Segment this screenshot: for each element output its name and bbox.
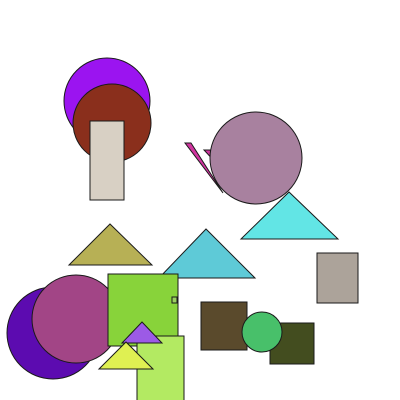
magenta-sliver bbox=[183, 142, 224, 194]
green-circle bbox=[241, 311, 283, 353]
cyan-triangle bbox=[239, 191, 340, 240]
yellow-triangle bbox=[97, 341, 155, 370]
olive-triangle bbox=[67, 223, 154, 266]
teal-triangle bbox=[157, 228, 257, 279]
mauve-circle bbox=[209, 111, 303, 205]
tiny-square bbox=[171, 296, 178, 304]
raspberry-circle bbox=[31, 274, 121, 364]
taupe-rectangle bbox=[316, 252, 359, 304]
dark-brown-square bbox=[200, 301, 248, 351]
lilac-triangle bbox=[120, 321, 164, 344]
beige-rectangle bbox=[89, 120, 125, 201]
